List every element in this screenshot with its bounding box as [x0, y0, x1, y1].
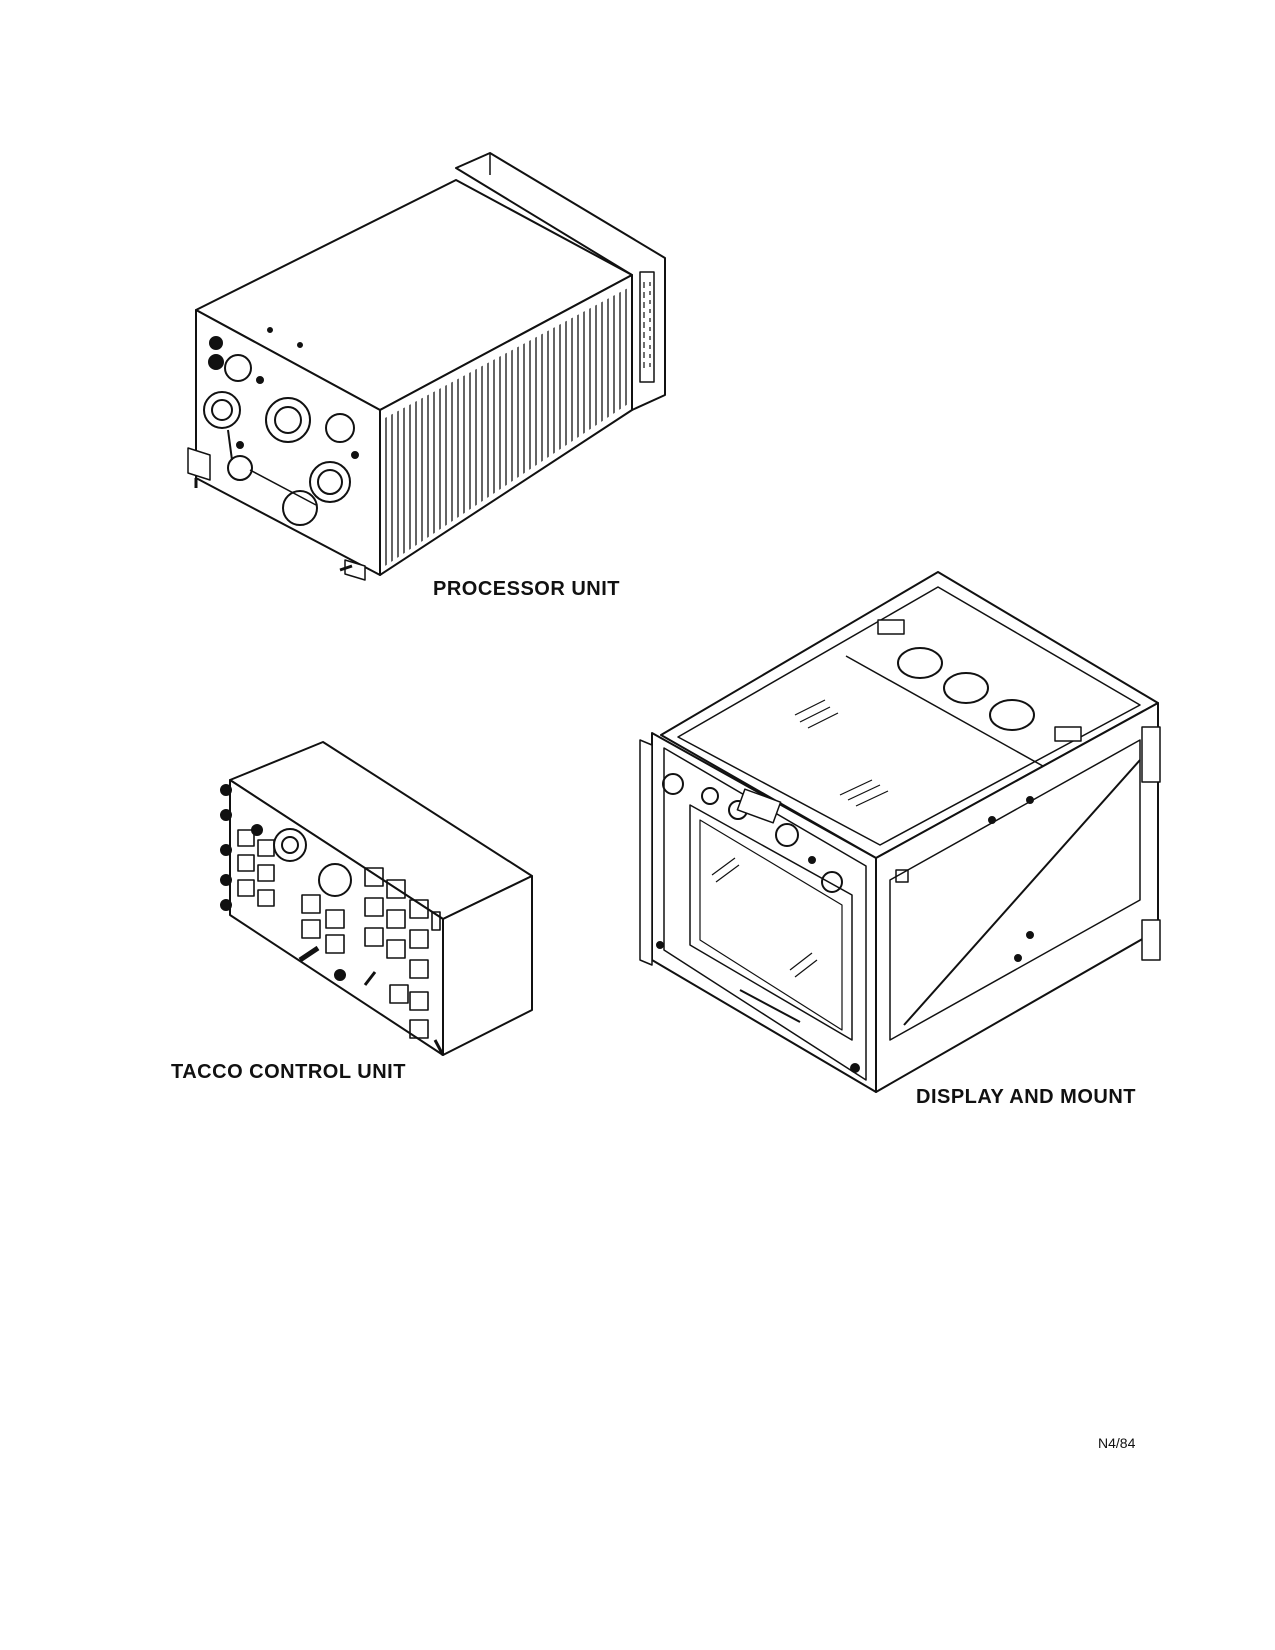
page-reference: N4/84 [1098, 1435, 1136, 1451]
display-and-mount-label: DISPLAY AND MOUNT [916, 1086, 1137, 1108]
display-and-mount-drawing [639, 571, 1161, 1093]
processor-unit-label: PROCESSOR UNIT [433, 578, 621, 600]
tacco-control-unit-label: TACCO CONTROL UNIT [171, 1061, 406, 1083]
processor-unit-drawing [187, 152, 666, 581]
tacco-control-unit-drawing [220, 741, 533, 1056]
